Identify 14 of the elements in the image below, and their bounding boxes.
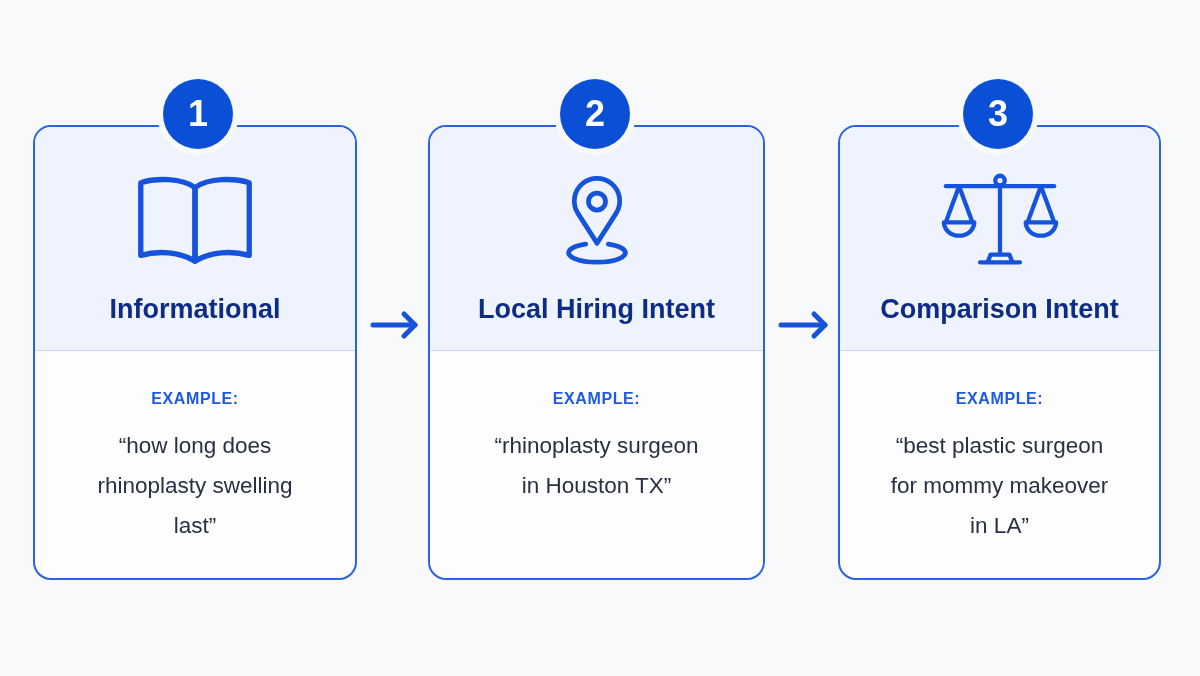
arrow	[778, 311, 828, 339]
step-title: Local Hiring Intent	[477, 293, 716, 326]
step-card	[428, 125, 765, 580]
step-card	[838, 125, 1161, 580]
step-card	[33, 125, 357, 580]
example-label: EXAMPLE:	[151, 389, 239, 409]
step-title: Informational	[108, 293, 282, 326]
example-query: “rhinoplasty surgeon in Houston TX”	[493, 432, 700, 500]
example-query: “best plastic surgeon for mommy makeover in LA”	[889, 432, 1110, 540]
example-label: EXAMPLE:	[955, 389, 1044, 409]
example-query: “how long does rhinoplasty swelling last”	[96, 432, 294, 540]
example-label: EXAMPLE:	[552, 389, 641, 409]
step-title: Comparison Intent	[879, 293, 1120, 326]
arrow	[370, 311, 418, 339]
